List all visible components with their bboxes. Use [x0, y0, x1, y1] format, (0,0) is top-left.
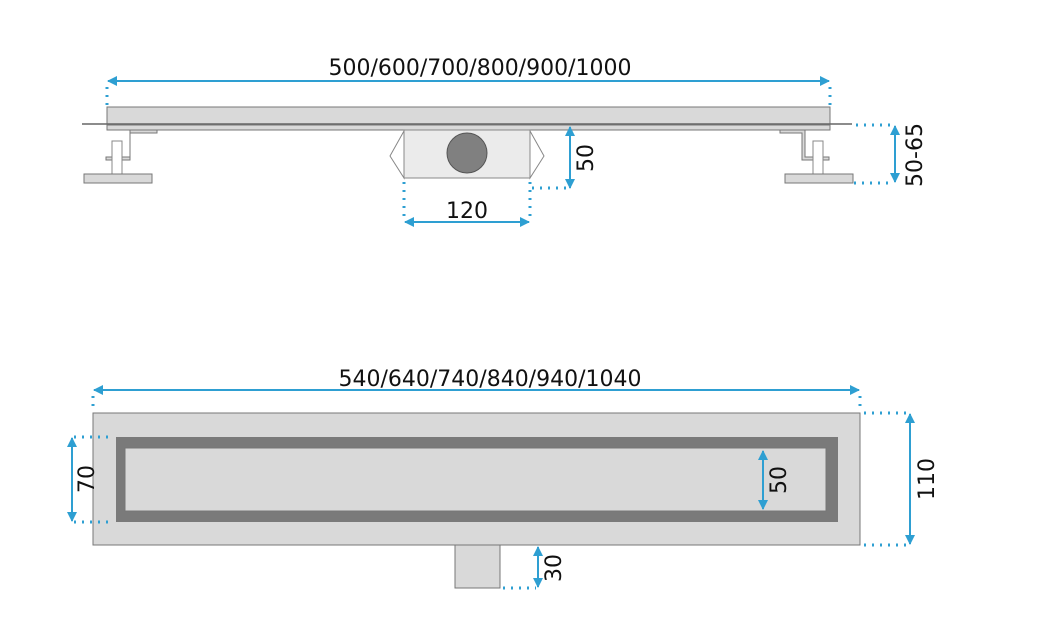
total-width-label: 110	[915, 458, 940, 500]
outlet-depth-label: 30	[542, 554, 567, 582]
grate-cover	[124, 447, 827, 512]
grate-width-label: 70	[75, 465, 100, 493]
right-adjustable-foot	[779, 129, 854, 184]
inner-width-label: 50	[767, 466, 792, 494]
channel-body	[106, 106, 831, 125]
outlet-height-label: 50	[574, 144, 599, 172]
left-adjustable-foot	[83, 129, 158, 184]
outlet-pipe-circle	[446, 132, 488, 174]
adjust-height-label: 50-65	[903, 123, 928, 187]
outlet-siphon	[389, 129, 545, 180]
outlet-pipe	[454, 544, 501, 589]
top-length-label: 500/600/700/800/900/1000	[328, 56, 631, 81]
channel-base	[106, 124, 831, 131]
side-elevation-view: 500/600/700/800/900/1000 120 50 50-65	[82, 56, 928, 227]
plan-view: 540/640/740/840/940/1040 70 50 110 30	[67, 367, 940, 590]
bottom-length-label: 540/640/740/840/940/1040	[338, 367, 641, 392]
outlet-width-label: 120	[446, 199, 488, 224]
